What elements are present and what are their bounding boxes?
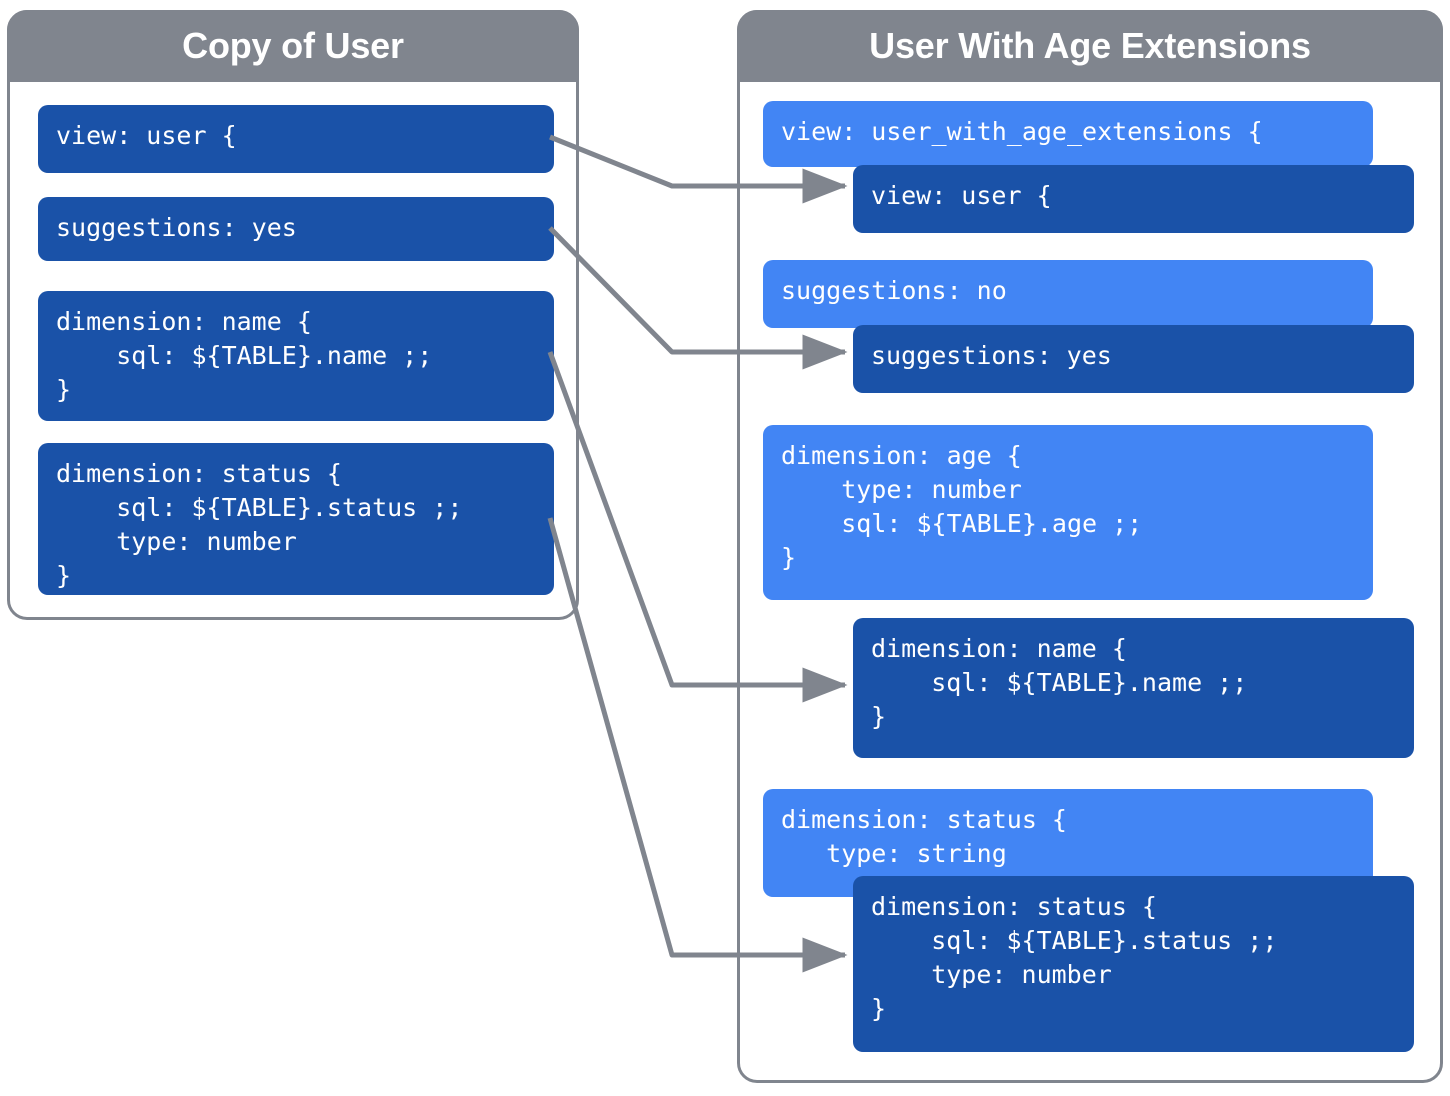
right-view-extension-block: view: user_with_age_extensions {	[763, 101, 1373, 167]
left-suggestions-block: suggestions: yes	[38, 197, 554, 261]
panel-user-with-age-extensions-title: User With Age Extensions	[737, 10, 1443, 82]
panel-user-with-age-extensions: User With Age Extensions view: user_with…	[737, 10, 1443, 1083]
right-dimension-status-inherited-block: dimension: status { sql: ${TABLE}.status…	[853, 876, 1414, 1052]
right-dimension-name-inherited-block: dimension: name { sql: ${TABLE}.name ;; …	[853, 618, 1414, 758]
left-dimension-status-block: dimension: status { sql: ${TABLE}.status…	[38, 443, 554, 595]
left-dimension-name-block: dimension: name { sql: ${TABLE}.name ;; …	[38, 291, 554, 421]
right-dimension-age-block: dimension: age { type: number sql: ${TAB…	[763, 425, 1373, 600]
right-suggestions-override-block: suggestions: no	[763, 260, 1373, 328]
right-view-inherited-block: view: user {	[853, 165, 1414, 233]
left-view-block: view: user {	[38, 105, 554, 173]
panel-copy-of-user: Copy of User view: user { suggestions: y…	[7, 10, 579, 620]
panel-copy-of-user-title: Copy of User	[7, 10, 579, 82]
right-suggestions-inherited-block: suggestions: yes	[853, 325, 1414, 393]
